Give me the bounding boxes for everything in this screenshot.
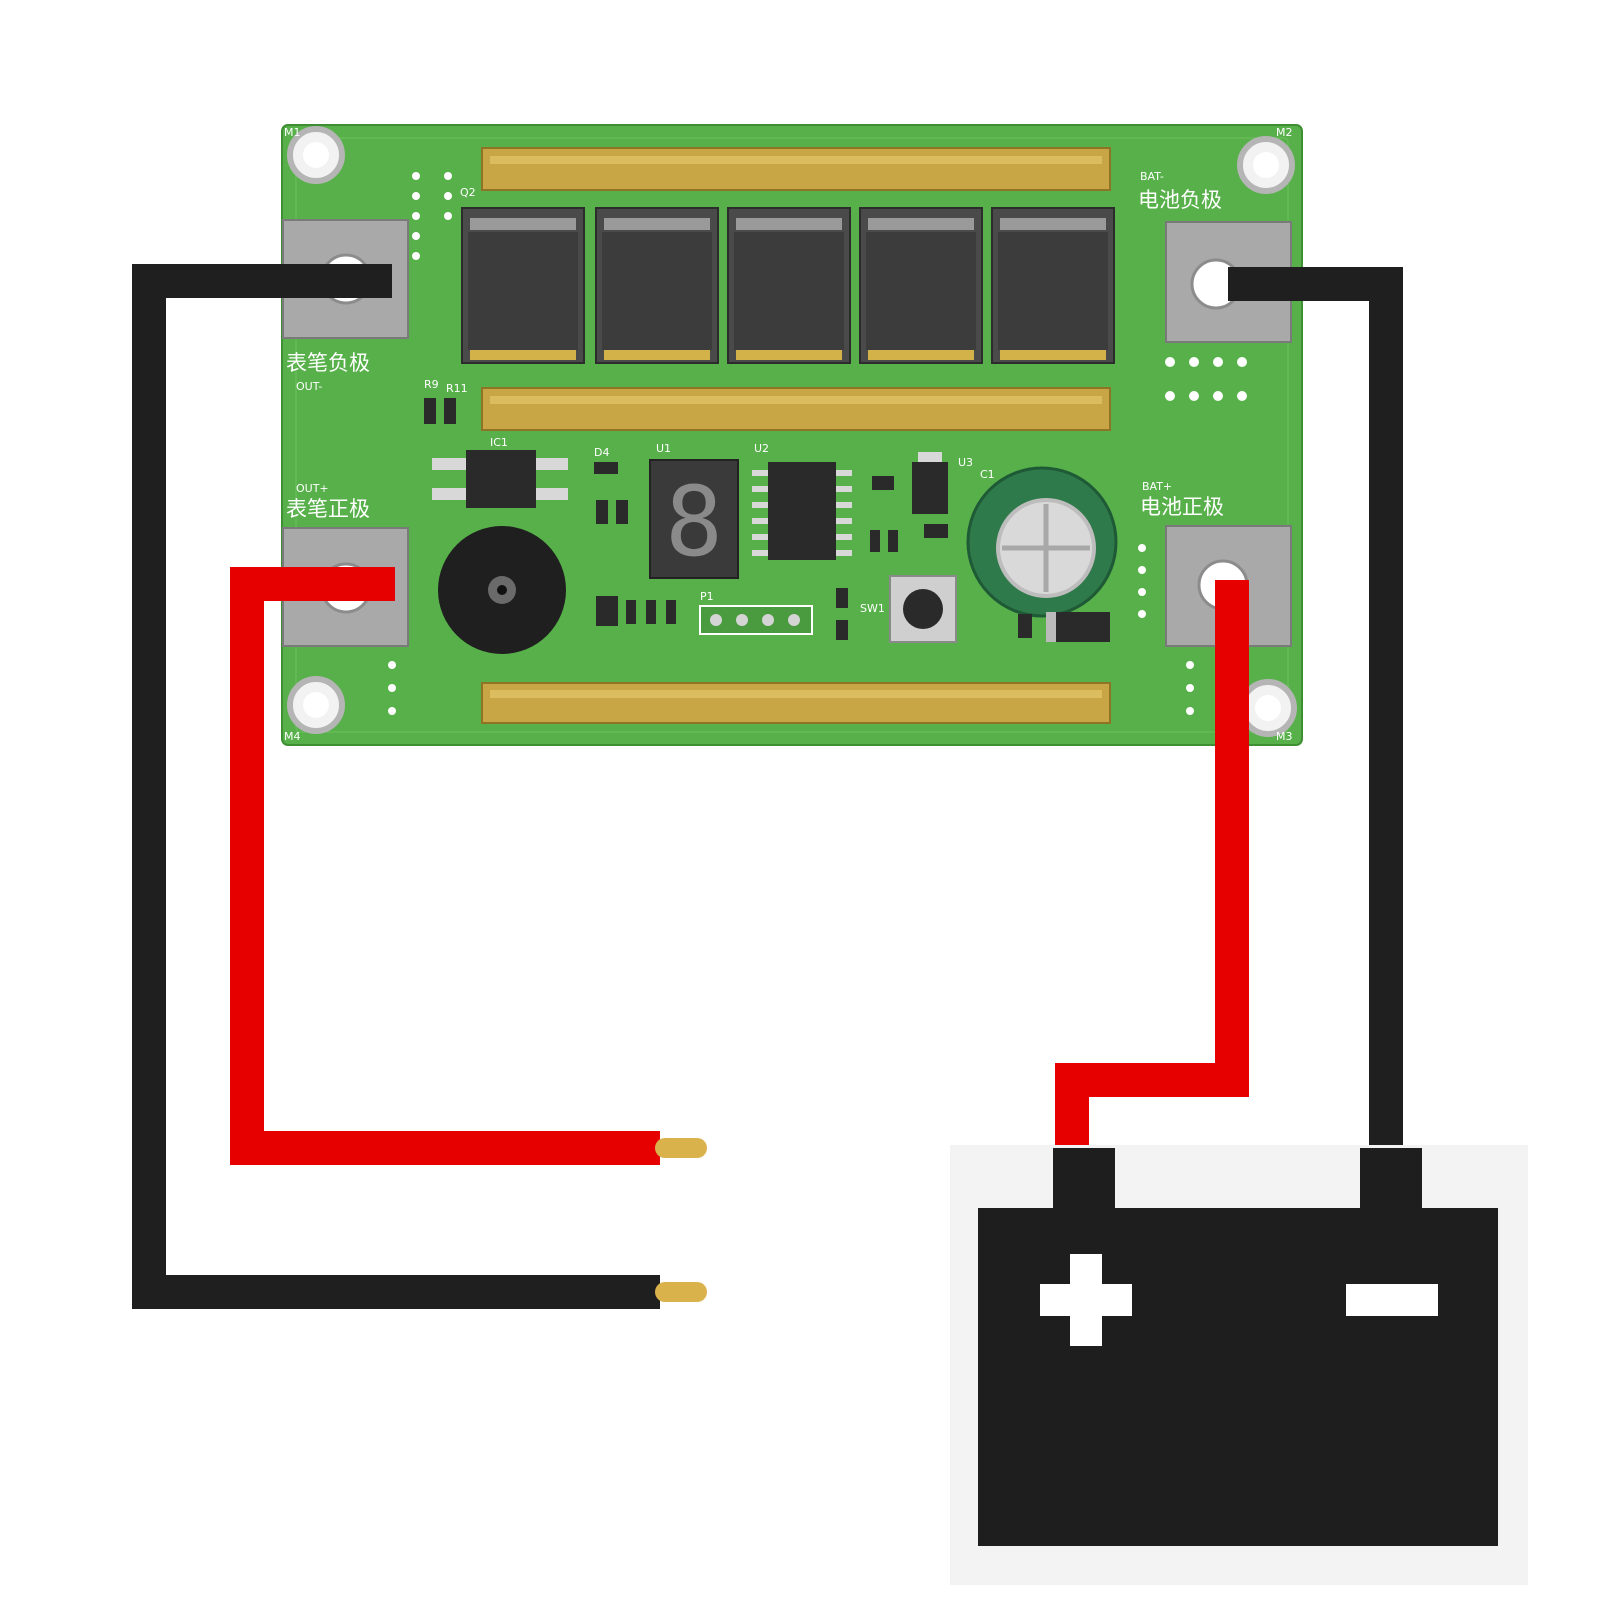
- wire-bat-plus-red: [1055, 580, 1249, 1155]
- label-c1: C1: [980, 468, 995, 481]
- mosfet-1: [461, 207, 585, 364]
- label-p1: P1: [700, 590, 714, 603]
- battery: [950, 1145, 1528, 1585]
- label-u1: U1: [656, 442, 671, 455]
- wire-out-minus-black: [132, 264, 707, 1309]
- sw1-push-button: [889, 575, 957, 643]
- mosfet-4: [859, 207, 983, 364]
- smd-components: [424, 398, 1032, 640]
- mounting-hole-bottom-right: [1239, 679, 1297, 737]
- label-d4: D4: [594, 446, 609, 459]
- label-bat-plus-en: BAT+: [1142, 480, 1172, 493]
- label-u2: U2: [754, 442, 769, 455]
- mounting-hole-top-right: [1237, 136, 1295, 194]
- pcb-board: 8: [281, 124, 1303, 746]
- label-bat-plus-cn: 电池正极: [1140, 495, 1224, 519]
- label-out-minus-en: OUT-: [296, 380, 322, 393]
- pcb-silkscreen-labels: BAT- 电池负极 BAT+ 电池正极 表笔负极 OUT- OUT+ 表笔正极 …: [284, 126, 1293, 743]
- label-m2: M2: [1276, 126, 1293, 139]
- copper-bar-bottom: [481, 682, 1111, 724]
- label-u3: U3: [958, 456, 973, 469]
- label-m4: M4: [284, 730, 301, 743]
- probe-tip-red: [655, 1138, 707, 1158]
- plus-icon: [1040, 1254, 1132, 1346]
- label-r11: R11: [446, 382, 468, 395]
- u2-chip: [752, 462, 852, 560]
- mounting-hole-bottom-left: [287, 676, 345, 734]
- label-out-minus-cn: 表笔负极: [286, 351, 370, 375]
- copper-bar-middle: [481, 387, 1111, 431]
- ic1-chip: [432, 450, 568, 508]
- minus-icon: [1346, 1284, 1438, 1316]
- via-dots: [388, 172, 1247, 715]
- mosfet-2: [595, 207, 719, 364]
- battery-terminal-plus: [1053, 1148, 1115, 1210]
- mosfet-array: [461, 207, 1115, 364]
- u3-regulator: [912, 452, 948, 514]
- probe-tip-black: [655, 1282, 707, 1302]
- wire-bat-minus-black: [1228, 267, 1403, 1148]
- seven-segment-display: 8: [649, 459, 739, 579]
- label-r9: R9: [424, 378, 439, 391]
- display-digit: 8: [665, 466, 723, 578]
- label-bat-minus-en: BAT-: [1140, 170, 1164, 183]
- label-out-plus-cn: 表笔正极: [286, 497, 370, 521]
- mounting-hole-top-left: [287, 126, 345, 184]
- label-bat-minus-cn: 电池负极: [1138, 188, 1222, 212]
- label-sw1: SW1: [860, 602, 885, 615]
- mosfet-5: [991, 207, 1115, 364]
- label-ic1: IC1: [490, 436, 508, 449]
- diode: [1046, 612, 1110, 642]
- label-out-plus-en: OUT+: [296, 482, 329, 495]
- buzzer: [438, 526, 566, 654]
- label-q2: Q2: [460, 186, 476, 199]
- label-m1: M1: [284, 126, 301, 139]
- p1-pin-header: [699, 605, 813, 635]
- electrolytic-capacitor: [966, 466, 1118, 618]
- battery-body: [978, 1208, 1498, 1546]
- label-m3: M3: [1276, 730, 1293, 743]
- mosfet-3: [727, 207, 851, 364]
- battery-terminal-minus: [1360, 1148, 1422, 1210]
- copper-bar-top: [481, 147, 1111, 191]
- wire-out-plus-red: [230, 567, 707, 1165]
